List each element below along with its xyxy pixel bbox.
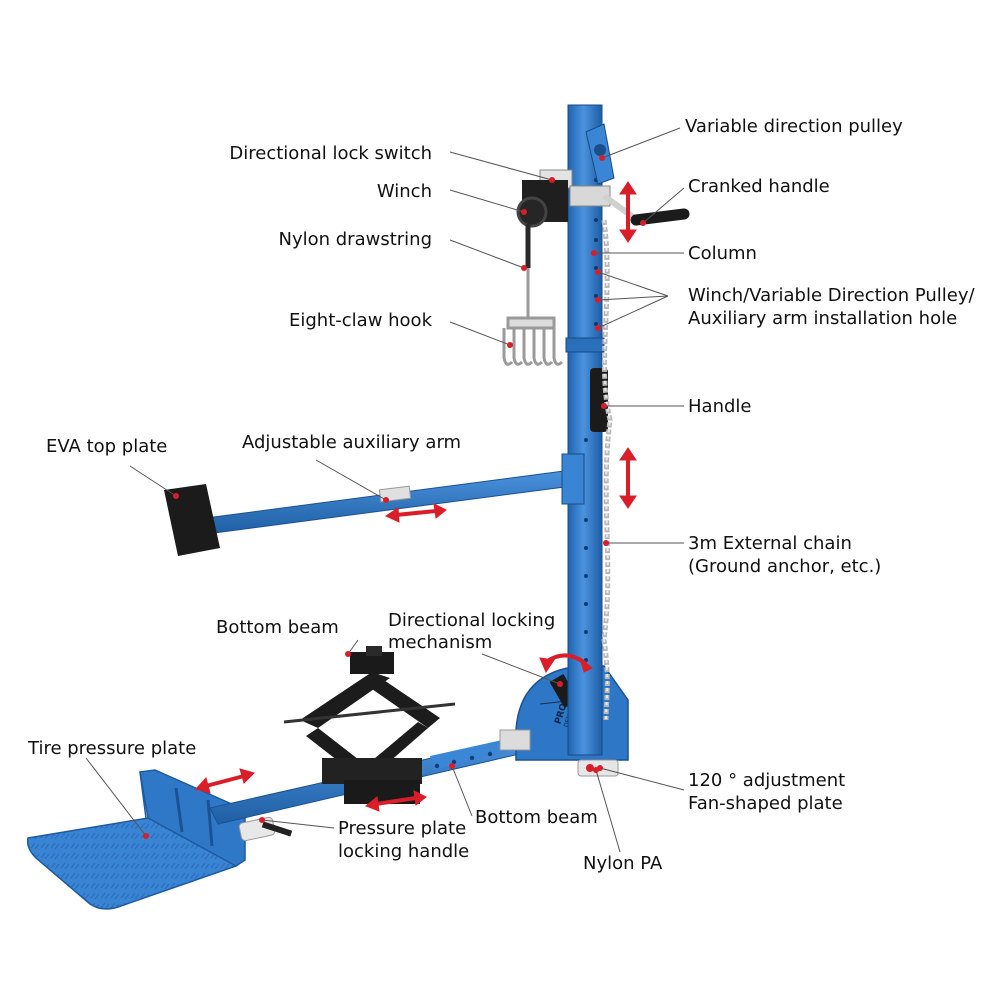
eight-claw-hook	[502, 268, 564, 366]
leader-lines	[85, 127, 685, 853]
variable-direction-pulley	[585, 123, 615, 185]
label-column: Column	[688, 243, 757, 264]
label-external-chain-line2: (Ground anchor, etc.)	[688, 556, 882, 577]
label-bottom-beam-bottom: Bottom beam	[475, 807, 598, 828]
label-installation-hole-line2: Auxiliary arm installation hole	[688, 308, 958, 329]
label-cranked-handle: Cranked handle	[688, 176, 830, 197]
label-eight-claw-hook: Eight-claw hook	[289, 310, 432, 331]
callout-dots	[143, 155, 646, 839]
adjust-arrows	[195, 181, 637, 812]
label-directional-locking-line2: mechanism	[388, 632, 493, 653]
label-eva-top-plate: EVA top plate	[46, 436, 168, 457]
label-directional-lock-switch: Directional lock switch	[229, 143, 432, 164]
scissor-jack	[283, 646, 456, 804]
tire-pressure-plate	[26, 769, 246, 910]
winch	[516, 169, 690, 228]
label-handle: Handle	[688, 396, 752, 417]
eva-top-plate	[164, 484, 220, 556]
label-adjustment-line1: 120 ° adjustment	[688, 770, 846, 791]
external-chain	[601, 219, 613, 721]
auxiliary-arm	[205, 453, 585, 535]
label-variable-direction-pulley: Variable direction pulley	[685, 116, 903, 137]
label-directional-locking-line1: Directional locking	[388, 610, 556, 631]
label-external-chain-line1: 3m External chain	[688, 533, 852, 554]
label-winch: Winch	[376, 181, 432, 202]
label-installation-hole-line1: Winch/Variable Direction Pulley/	[688, 285, 975, 306]
beam-holes	[434, 751, 493, 769]
label-nylon-drawstring: Nylon drawstring	[278, 229, 432, 250]
label-nylon-pa: Nylon PA	[583, 853, 663, 874]
label-pressure-plate-line1: Pressure plate	[338, 818, 467, 839]
label-tire-pressure-plate: Tire pressure plate	[28, 738, 197, 759]
label-adjustable-auxiliary-arm: Adjustable auxiliary arm	[242, 432, 462, 453]
label-pressure-plate-line2: locking handle	[338, 841, 470, 862]
label-adjustment-line2: Fan-shaped plate	[688, 793, 843, 814]
label-bottom-beam-top: Bottom beam	[216, 617, 339, 638]
